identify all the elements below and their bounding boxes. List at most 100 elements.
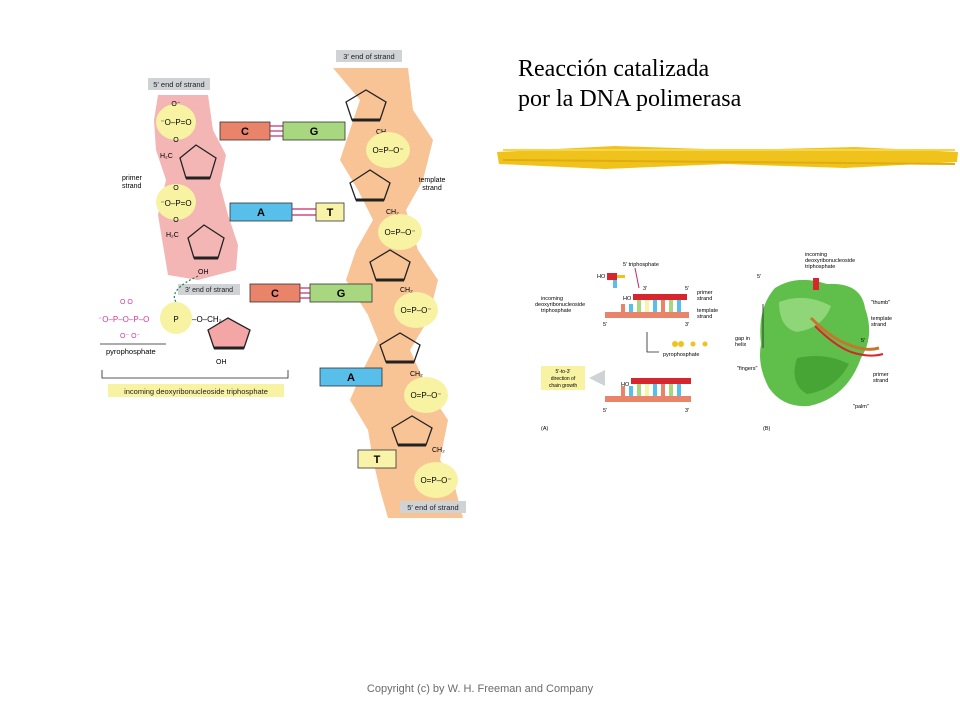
svg-text:chain growth: chain growth — [549, 383, 578, 389]
svg-text:–O–CH₂: –O–CH₂ — [192, 315, 222, 324]
svg-text:C: C — [271, 288, 279, 300]
slide-title: Reacción catalizada por la DNA polimeras… — [518, 54, 741, 114]
svg-text:O=P–O⁻: O=P–O⁻ — [420, 476, 451, 485]
svg-text:O=P–O⁻: O=P–O⁻ — [400, 306, 431, 315]
svg-text:CH₂: CH₂ — [376, 129, 389, 136]
svg-text:H₂C: H₂C — [166, 232, 179, 239]
svg-text:⁻O–P=O: ⁻O–P=O — [160, 118, 191, 127]
primer-phosphate-2: O ⁻O–P=O O — [156, 184, 196, 224]
panel-a-top-bases — [621, 300, 681, 312]
svg-text:"palm": "palm" — [853, 404, 869, 410]
primer-phosphate-1: O⁻ ⁻O–P=O O — [156, 101, 196, 144]
template-phosphate-4: O=P–O⁻ — [404, 377, 448, 413]
svg-text:"thumb": "thumb" — [871, 300, 890, 306]
template-phosphate-5: O=P–O⁻ — [414, 462, 458, 498]
base-template-a — [319, 367, 383, 387]
primer-sugar-2 — [187, 224, 225, 260]
svg-text:H₂C: H₂C — [160, 153, 173, 160]
svg-text:5′-to-3′: 5′-to-3′ — [556, 369, 571, 375]
svg-text:A: A — [347, 372, 355, 384]
svg-text:5′: 5′ — [685, 286, 689, 292]
svg-text:P: P — [173, 315, 178, 324]
svg-text:A: A — [257, 207, 265, 219]
svg-text:CH₂: CH₂ — [400, 287, 413, 294]
svg-text:O⁻: O⁻ — [171, 101, 180, 108]
template-phosphate-3: O=P–O⁻ — [394, 292, 438, 328]
svg-text:primer: primer — [697, 290, 713, 296]
svg-text:HO: HO — [623, 296, 632, 302]
svg-text:3′: 3′ — [685, 408, 689, 414]
svg-text:O: O — [173, 137, 179, 144]
svg-text:gap in: gap in — [735, 336, 750, 342]
svg-text:5′: 5′ — [757, 274, 761, 280]
svg-text:O=P–O⁻: O=P–O⁻ — [372, 146, 403, 155]
primer-sugar-1 — [179, 144, 217, 180]
svg-text:CH₂: CH₂ — [410, 371, 423, 378]
svg-text:OH: OH — [216, 359, 227, 366]
svg-text:G: G — [337, 288, 346, 300]
svg-text:pyrophosphate: pyrophosphate — [663, 352, 699, 358]
label-3-end-primer: 3′ end of strand — [185, 287, 233, 294]
svg-text:CH₂: CH₂ — [386, 209, 399, 216]
incoming-sugar — [207, 317, 251, 350]
template-sugar-3: CH₂ — [369, 249, 413, 294]
svg-text:T: T — [374, 454, 381, 466]
label-incoming-dntp: incoming deoxyribonucleoside triphosphat… — [124, 387, 268, 396]
svg-text:(A): (A) — [541, 426, 549, 432]
svg-text:5′: 5′ — [603, 322, 607, 328]
svg-text:strand: strand — [422, 185, 442, 192]
pyrophosphate-group: ⁻O–P–O–P–O O O O⁻ O⁻ pyrophosphate — [98, 299, 166, 356]
title-line-1: Reacción catalizada — [518, 56, 710, 82]
svg-text:O: O — [173, 185, 179, 192]
base-pair-1: C G — [219, 121, 346, 141]
template-phosphate-2: O=P–O⁻ — [378, 214, 422, 250]
svg-text:deoxyribonucleoside: deoxyribonucleoside — [535, 302, 585, 308]
panel-a-bottom-bases — [621, 384, 681, 396]
svg-text:strand: strand — [871, 322, 886, 328]
svg-text:G: G — [310, 126, 319, 138]
svg-text:direction of: direction of — [551, 376, 576, 382]
svg-text:incoming: incoming — [805, 252, 827, 258]
svg-text:helix: helix — [735, 342, 747, 348]
base-pair-2: A T — [229, 202, 345, 222]
svg-text:primer: primer — [873, 372, 889, 378]
svg-text:incoming: incoming — [541, 296, 563, 302]
label-primer-strand: primer — [122, 175, 143, 182]
copyright-footer: Copyright (c) by W. H. Freeman and Compa… — [366, 683, 594, 695]
label-3-end-top: 3′ end of strand — [343, 52, 394, 61]
label-template-strand: template — [419, 177, 446, 184]
svg-text:triphosphate: triphosphate — [805, 264, 835, 270]
svg-text:⁻O–P–O–P–O: ⁻O–P–O–P–O — [98, 315, 149, 324]
label-pyrophosphate: pyrophosphate — [106, 347, 156, 356]
template-phosphate-1: O=P–O⁻ — [366, 132, 410, 168]
base-template-t — [357, 449, 397, 469]
template-sugar-5: CH₂ — [391, 415, 445, 454]
svg-text:5′ triphosphate: 5′ triphosphate — [623, 262, 659, 268]
svg-text:triphosphate: triphosphate — [541, 308, 571, 314]
svg-text:3′: 3′ — [643, 286, 647, 292]
svg-text:strand: strand — [697, 314, 712, 320]
svg-text:5′: 5′ — [861, 338, 865, 344]
highlighter-stroke — [497, 146, 958, 169]
svg-text:CH₂: CH₂ — [432, 447, 445, 454]
svg-text:O O: O O — [120, 299, 133, 306]
template-sugar-4: CH₂ — [379, 332, 423, 378]
svg-text:5′: 5′ — [603, 408, 607, 414]
svg-text:O⁻ O⁻: O⁻ O⁻ — [120, 333, 141, 340]
svg-text:HO: HO — [621, 382, 630, 388]
svg-text:strand: strand — [122, 183, 142, 190]
base-pair-3: C G — [249, 283, 373, 303]
svg-text:3′: 3′ — [685, 322, 689, 328]
svg-text:template: template — [871, 316, 892, 322]
title-line-2: por la DNA polimerasa — [518, 86, 742, 112]
svg-text:O=P–O⁻: O=P–O⁻ — [410, 391, 441, 400]
svg-text:⁻O–P=O: ⁻O–P=O — [160, 199, 191, 208]
incoming-phosphate-alpha: P — [160, 302, 192, 334]
svg-text:O=P–O⁻: O=P–O⁻ — [384, 228, 415, 237]
svg-text:C: C — [241, 126, 249, 138]
polymerase-enzyme — [760, 279, 870, 407]
svg-text:deoxyribonucleoside: deoxyribonucleoside — [805, 258, 855, 264]
dna-polymerase-reaction-diagram: 5′ end of strand 3′ end of strand O⁻ ⁻O–… — [98, 50, 466, 518]
svg-text:O: O — [173, 217, 179, 224]
template-sugar-2: CH₂ — [349, 169, 399, 216]
